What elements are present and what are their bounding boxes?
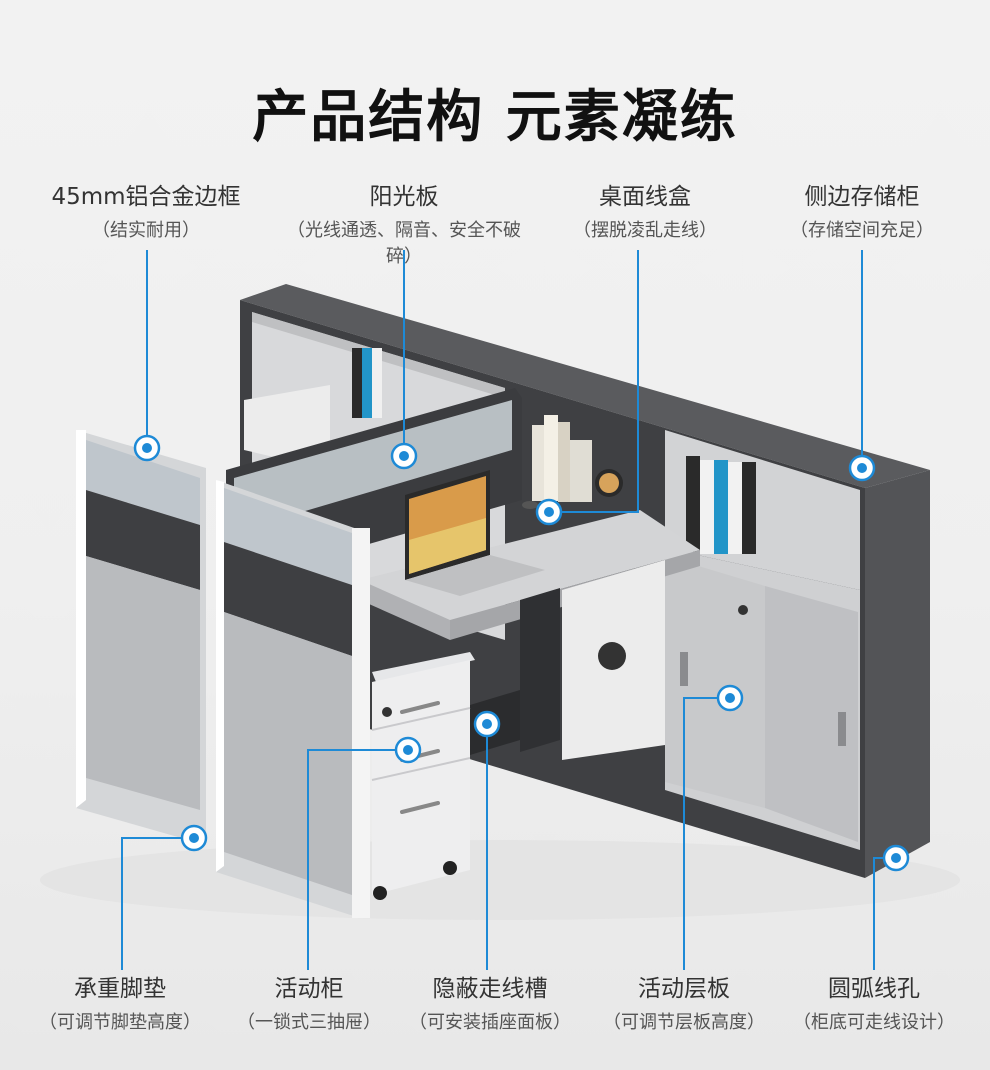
back-cabinet-top: [240, 284, 930, 488]
door-handle-right: [838, 712, 846, 746]
door-handle-left: [680, 652, 688, 686]
label-adjustable-shelf: 活动层板 （可调节层板高度）: [564, 974, 804, 1036]
caster-wheel: [443, 861, 457, 875]
label-mobile-pedestal-sub: （一锁式三抽屉）: [237, 1012, 381, 1033]
front-partition-right: [216, 480, 370, 918]
mobile-pedestal: [371, 652, 475, 900]
callout-dot-icon: [133, 434, 910, 872]
label-arc-cable-hole-main: 圆弧线孔: [828, 976, 920, 1002]
label-side-storage-sub: （存储空间充足）: [790, 220, 934, 241]
back-cabinet-side: [865, 470, 930, 878]
binder-icon: [686, 456, 756, 554]
front-partition-left: [76, 430, 206, 845]
sliding-door-left: [665, 556, 765, 808]
label-aluminum-frame: 45mm铝合金边框 （结实耐用）: [26, 182, 266, 244]
label-leveling-feet-main: 承重脚垫: [74, 976, 166, 1002]
label-arc-cable-hole: 圆弧线孔 （柜底可走线设计）: [754, 974, 990, 1036]
label-hidden-cable-trough-sub: （可安装插座面板）: [409, 1012, 571, 1033]
caster-wheel: [373, 886, 387, 900]
label-aluminum-frame-sub: （结实耐用）: [92, 220, 200, 241]
label-leveling-feet-sub: （可调节脚垫高度）: [39, 1012, 201, 1033]
desk-top: [360, 510, 700, 620]
door-lock-icon: [738, 605, 748, 615]
label-mobile-pedestal-main: 活动柜: [274, 976, 344, 1002]
label-desk-cable-box: 桌面线盒 （摆脱凌乱走线）: [525, 182, 765, 244]
page-title: 产品结构 元素凝练: [252, 85, 738, 150]
leader-lines: [121, 250, 896, 970]
label-side-storage-main: 侧边存储柜: [804, 184, 920, 210]
cable-box: [522, 501, 538, 509]
book-icon: [532, 415, 592, 502]
label-hidden-cable-trough: 隐蔽走线槽 （可安装插座面板）: [370, 974, 610, 1036]
desk-leg: [520, 588, 560, 752]
label-adjustable-shelf-sub: （可调节层板高度）: [603, 1012, 765, 1033]
sliding-door-right: [765, 586, 858, 842]
label-desk-cable-box-main: 桌面线盒: [599, 184, 691, 210]
label-aluminum-frame-main: 45mm铝合金边框: [51, 184, 241, 210]
drawer-handle: [400, 701, 440, 714]
binder-icon: [352, 348, 382, 418]
laptop-icon: [405, 470, 545, 596]
drawer-handle: [400, 801, 440, 814]
pc-logo-icon: [598, 642, 626, 670]
label-arc-cable-hole-sub: （柜底可走线设计）: [793, 1012, 955, 1033]
label-mobile-pedestal: 活动柜 （一锁式三抽屉）: [189, 974, 429, 1036]
label-sun-panel-main: 阳光板: [369, 184, 439, 210]
label-side-storage: 侧边存储柜 （存储空间充足）: [742, 182, 982, 244]
pedestal-lock-icon: [382, 707, 392, 717]
label-adjustable-shelf-main: 活动层板: [638, 976, 730, 1002]
label-desk-cable-box-sub: （摆脱凌乱走线）: [573, 220, 717, 241]
label-hidden-cable-trough-main: 隐蔽走线槽: [432, 976, 548, 1002]
label-leveling-feet: 承重脚垫 （可调节脚垫高度）: [0, 974, 240, 1036]
